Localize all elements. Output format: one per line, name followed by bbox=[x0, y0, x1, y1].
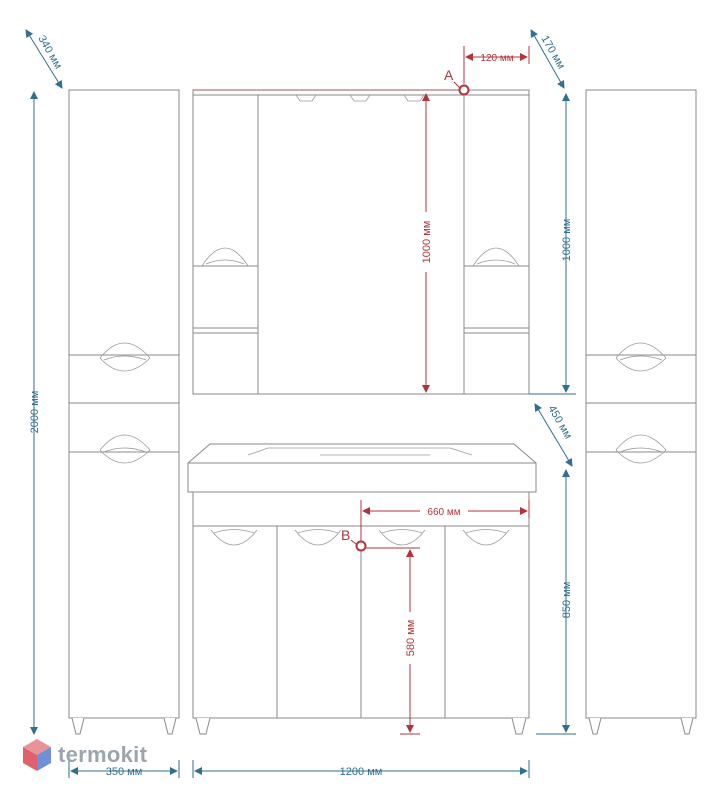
dim-point-a-offset-label: 120 мм bbox=[480, 53, 513, 64]
marker-a-point bbox=[458, 84, 470, 96]
marker-b-point bbox=[355, 540, 367, 552]
dim-mirror-height-side-label: 1000 мм bbox=[561, 219, 573, 262]
right-cabinet-handle-lower bbox=[615, 434, 667, 464]
dim-point-b-offset-label: 660 мм bbox=[427, 507, 460, 518]
cube-icon bbox=[23, 739, 51, 771]
dim-line-tall-depth bbox=[25, 29, 63, 89]
right-tall-cabinet bbox=[585, 89, 697, 735]
left-cabinet-handle-lower bbox=[99, 434, 151, 464]
dim-tall-width-label: 350 мм bbox=[106, 766, 143, 778]
vanity-handles bbox=[210, 529, 510, 546]
sink-vanity bbox=[187, 443, 537, 735]
left-tall-cabinet bbox=[68, 89, 180, 735]
brand-logo: termokit bbox=[22, 738, 147, 772]
right-cabinet-handle-upper bbox=[615, 342, 667, 372]
marker-a-label: A bbox=[444, 67, 454, 83]
dim-vanity-width-label: 1200 мм bbox=[340, 766, 383, 778]
dim-sink-depth-label: 450 мм bbox=[545, 404, 574, 442]
dim-vanity-height-label: 850 мм bbox=[561, 582, 573, 619]
mirror-right-handle bbox=[472, 247, 520, 267]
dim-mirror-height-inner-label: 1000 мм bbox=[421, 221, 433, 264]
mirror-left-handle bbox=[201, 247, 249, 267]
dim-point-b-height-label: 580 мм bbox=[405, 620, 417, 657]
dim-tall-height-label: 2000 мм bbox=[29, 391, 41, 434]
sink-bowl bbox=[247, 447, 473, 456]
dim-line-mirror-depth bbox=[530, 29, 565, 89]
left-cabinet-handle-upper bbox=[99, 342, 151, 372]
marker-b-label: B bbox=[341, 527, 350, 543]
dim-line-sink-depth bbox=[534, 403, 573, 467]
dim-mirror-depth-label: 170 мм bbox=[538, 34, 567, 72]
brand-name: termokit bbox=[58, 742, 148, 767]
mirror-cabinet bbox=[192, 89, 530, 395]
